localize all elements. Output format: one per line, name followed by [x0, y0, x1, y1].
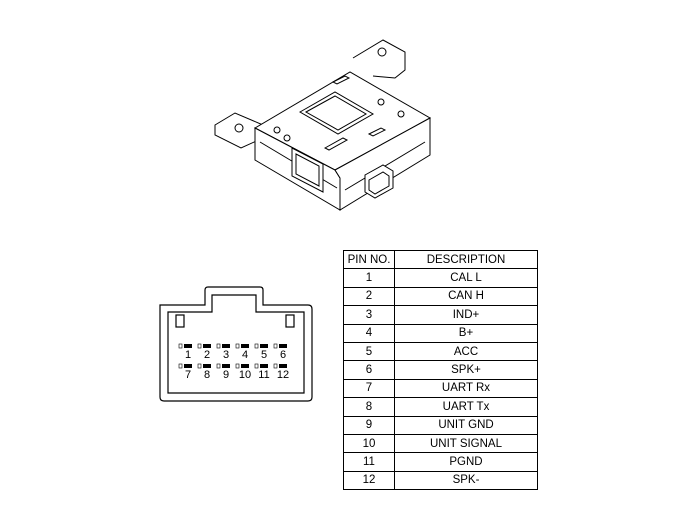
tab-hole-left	[234, 123, 244, 133]
pin-terminal	[222, 364, 230, 368]
pin-number-cell: 7	[343, 378, 395, 399]
pin-description-cell: IND+	[394, 305, 538, 325]
screw-1	[273, 126, 281, 134]
pin-terminal	[241, 344, 249, 348]
pin-row-top: 1 2 3 4 5 6	[178, 343, 287, 361]
pin-description-cell: PGND	[394, 452, 538, 472]
pin-number-cell: 11	[343, 452, 395, 472]
pin-terminal	[203, 364, 211, 368]
pin-description-cell: ACC	[394, 341, 538, 362]
pin-marker	[178, 363, 183, 369]
pin-number-cell: 8	[343, 397, 395, 417]
pin-row-bottom: 7 8 9 10 11 12	[178, 363, 289, 381]
pin-label: 9	[223, 369, 229, 381]
pin-marker	[197, 363, 202, 369]
pin-description-cell: CAL L	[394, 268, 538, 288]
pin-number-cell: 5	[343, 341, 395, 362]
pin-number-cell: 12	[343, 470, 395, 491]
header-pin-no: PIN NO.	[343, 249, 395, 270]
mounting-tab-right	[352, 39, 406, 79]
pin-description-cell: SPK+	[394, 360, 538, 380]
pin-description-cell: UNIT GND	[394, 415, 538, 435]
screw-3	[377, 98, 385, 106]
pin-description-cell: SPK-	[394, 470, 538, 491]
pin-marker	[216, 343, 221, 349]
side-plug	[364, 164, 394, 199]
tab-hole-right	[377, 47, 387, 57]
pin-number-cell: 10	[343, 433, 395, 454]
pin-terminal	[184, 344, 192, 348]
pin-number-cell: 3	[343, 305, 395, 325]
latch-right	[285, 314, 295, 328]
pin-label: 1	[185, 349, 191, 361]
screw-4	[397, 110, 405, 118]
pin-label: 2	[204, 349, 210, 361]
screw-2	[283, 134, 291, 142]
pin-description-cell: UNIT SIGNAL	[394, 433, 538, 454]
front-connector	[291, 147, 324, 193]
pin-number-cell: 6	[343, 360, 395, 380]
pin-label: 11	[258, 369, 269, 381]
pin-terminal	[260, 364, 268, 368]
pin-description-cell: UART Rx	[394, 378, 538, 399]
pin-terminal	[184, 364, 192, 368]
header-description: DESCRIPTION	[394, 249, 538, 270]
pin-marker	[216, 363, 221, 369]
connector-inner-outline	[167, 294, 305, 394]
top-window	[298, 91, 375, 135]
pin-terminal	[203, 344, 211, 348]
slot-3	[323, 137, 349, 151]
pin-marker	[254, 343, 259, 349]
pin-label: 6	[280, 349, 286, 361]
pin-label: 10	[239, 369, 251, 381]
pin-label: 3	[223, 349, 229, 361]
pin-marker	[235, 343, 240, 349]
pin-number-cell: 2	[343, 286, 395, 307]
pin-label: 8	[204, 369, 210, 381]
pin-marker	[273, 343, 278, 349]
pin-label: 5	[261, 349, 267, 361]
slot-1	[331, 75, 351, 85]
pin-terminal	[260, 344, 268, 348]
pin-number-cell: 9	[343, 415, 395, 435]
pin-marker	[197, 343, 202, 349]
pin-marker	[178, 343, 183, 349]
pin-terminal	[279, 364, 287, 368]
slot-2	[367, 127, 387, 137]
pin-number-cell: 4	[343, 323, 395, 343]
pin-description-cell: UART Tx	[394, 397, 538, 417]
pin-terminal	[241, 364, 249, 368]
pin-marker	[254, 363, 259, 369]
pin-terminal	[222, 344, 230, 348]
pin-description-cell: CAN H	[394, 286, 538, 307]
pin-marker	[273, 363, 278, 369]
pin-label: 12	[277, 369, 289, 381]
pin-label: 4	[242, 349, 248, 361]
pin-label: 7	[185, 369, 191, 381]
connector-outline	[159, 286, 313, 402]
pin-number-cell: 1	[343, 268, 395, 288]
module-drawing	[214, 39, 432, 211]
table-header-row: PIN NO. DESCRIPTION	[343, 249, 538, 270]
pin-description-cell: B+	[394, 323, 538, 343]
pin-terminal	[279, 344, 287, 348]
latch-left	[175, 314, 185, 328]
pin-marker	[235, 363, 240, 369]
